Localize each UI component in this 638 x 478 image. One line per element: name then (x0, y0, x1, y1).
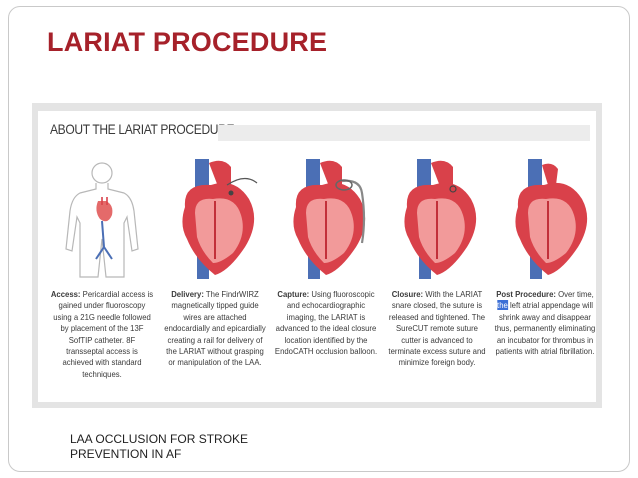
selected-text-highlight[interactable]: the (497, 300, 508, 311)
caption-text: Using fluoroscopic and echocardiographic… (274, 289, 378, 357)
caption-label: Delivery: (171, 289, 204, 299)
caption-text: left atrial appendage will shrink away a… (494, 300, 596, 357)
closure-illustration (387, 159, 491, 279)
figure-body: ABOUT THE LARIAT PROCEDURE (38, 111, 596, 402)
slide-footer: LAA OCCLUSION FOR STROKE PREVENTION IN A… (70, 432, 249, 461)
slide-title: LARIAT PROCEDURE (47, 27, 328, 57)
caption-text: The FindrWIRZ magnetically tipped guide … (164, 289, 266, 368)
capture-illustration (276, 159, 380, 279)
heading-bar (218, 125, 590, 141)
caption-closure: Closure: With the LARIAT snare closed, t… (386, 289, 489, 369)
caption-label: Capture: (277, 289, 310, 299)
caption-label: Access: (50, 289, 81, 299)
caption-text: Over time, (558, 289, 594, 299)
access-illustration (50, 159, 154, 279)
caption-text: With the LARIAT snare closed, the suture… (388, 289, 486, 368)
caption-capture: Capture: Using fluoroscopic and echocard… (275, 289, 378, 357)
caption-label: Closure: (391, 289, 424, 299)
caption-label: Post Procedure: (496, 289, 556, 299)
caption-delivery: Delivery: The FindrWIRZ magnetically tip… (164, 289, 267, 369)
procedure-figure: ABOUT THE LARIAT PROCEDURE (32, 103, 602, 408)
caption-text: Pericardial access is gained under fluor… (53, 289, 154, 379)
post-procedure-illustration (498, 159, 602, 279)
delivery-illustration (165, 159, 269, 279)
caption-access: Access: Pericardial access is gained und… (51, 289, 154, 380)
figure-heading: ABOUT THE LARIAT PROCEDURE (50, 121, 235, 137)
caption-post-procedure: Post Procedure: Over time, the left atri… (494, 289, 597, 357)
